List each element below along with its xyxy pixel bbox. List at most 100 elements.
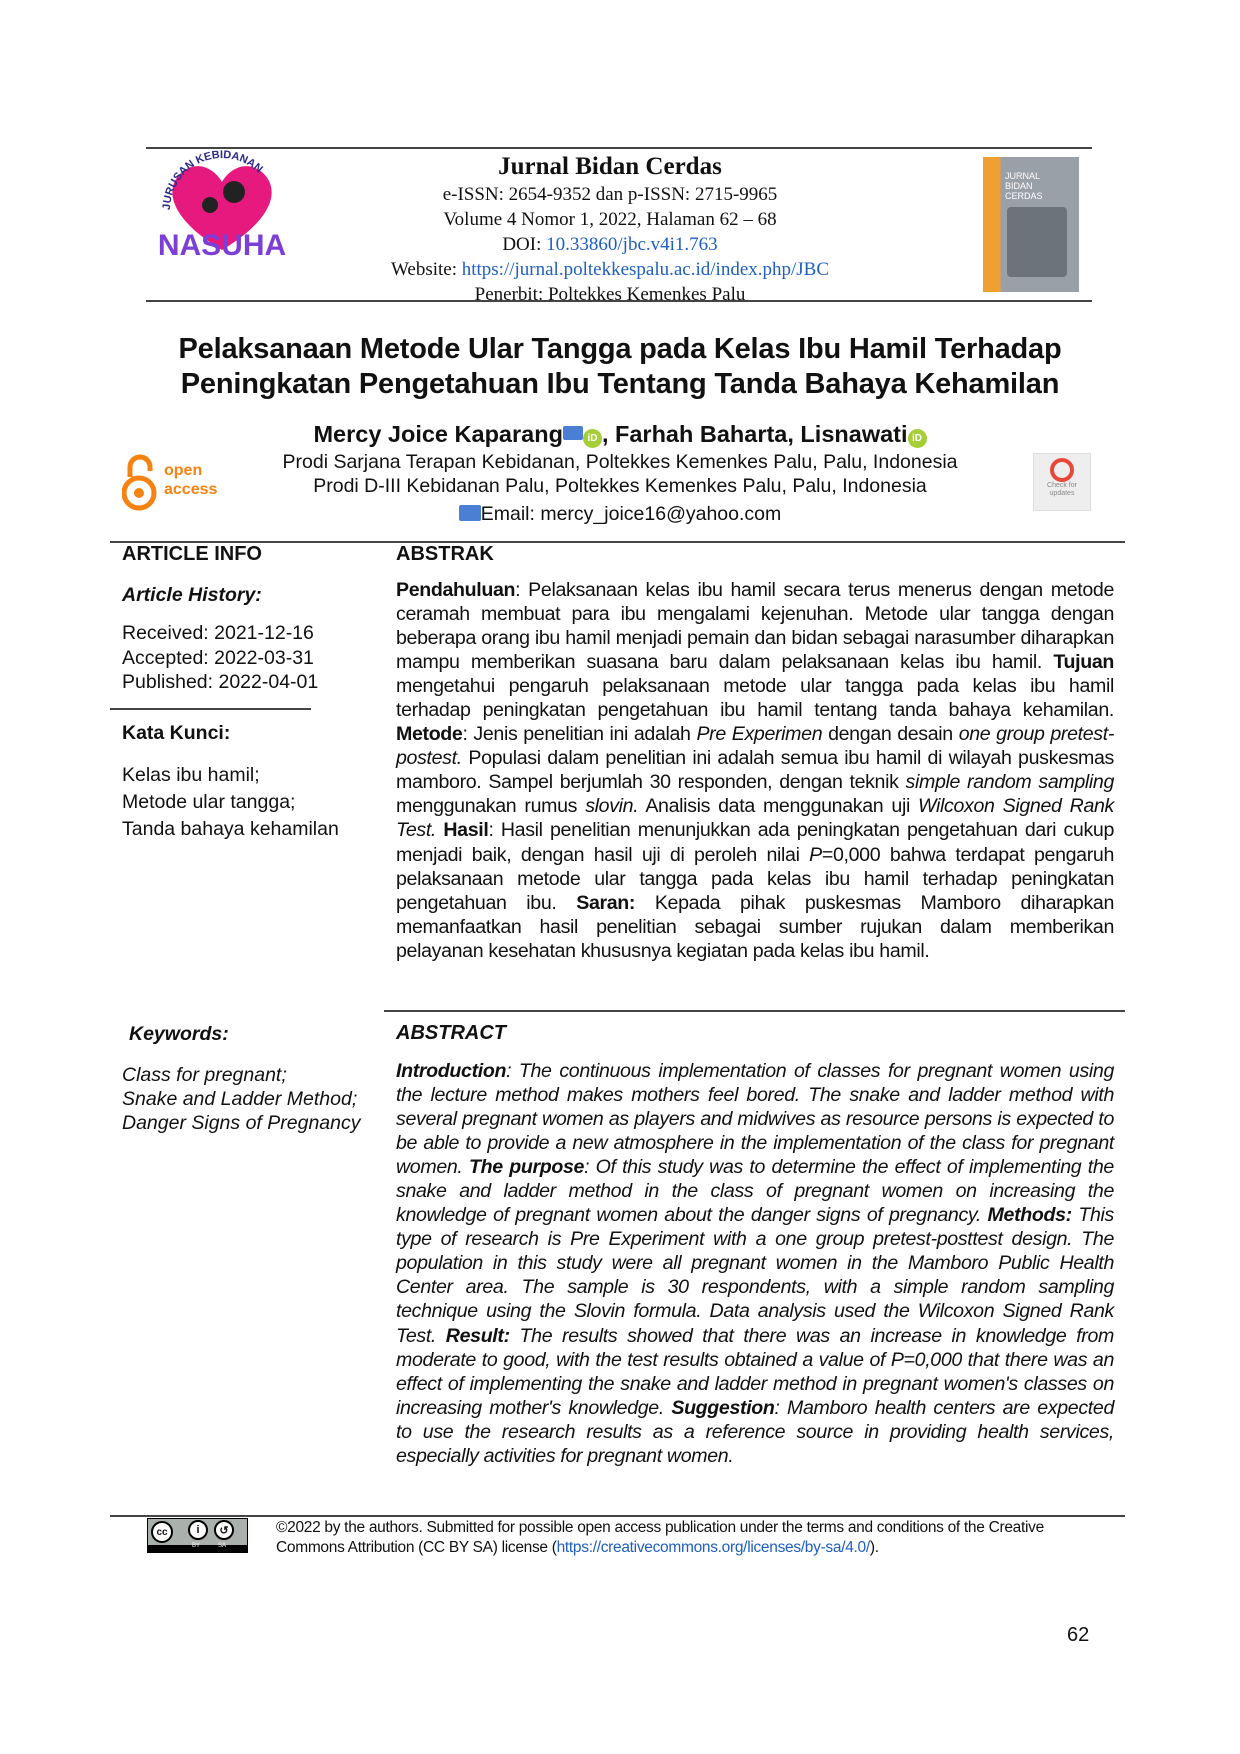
volume-info: Volume 4 Nomor 1, 2022, Halaman 62 – 68 (443, 209, 777, 230)
kata-kunci-label: Kata Kunci: (122, 722, 231, 744)
abstract-text: Pre Experimen (696, 723, 823, 746)
section-label: Pendahuluan (396, 579, 516, 601)
section-label: Suggestion (671, 1396, 775, 1419)
abstract-text: : Jenis penelitian ini adalah (462, 723, 697, 746)
section-label: Introduction (396, 1060, 507, 1082)
kata-kunci-list: Kelas ibu hamil; Metode ular tangga; Tan… (122, 762, 339, 843)
abstract-text: Wilcoxon Signed Rank Test. (396, 795, 1114, 842)
abstract-text: dengan desain (822, 723, 959, 746)
info-divider (110, 708, 311, 710)
affiliations: Prodi Sarjana Terapan Kebidanan, Poltekk… (200, 450, 1040, 526)
publisher: Penerbit: Poltekkes Kemenkes Palu (474, 284, 746, 305)
journal-cover-image: JURNAL BIDAN CERDAS (983, 157, 1079, 292)
abstract-text: This type of research is Pre Experiment … (396, 1204, 1114, 1347)
open-access-word-2: access (164, 481, 218, 498)
license-statement: ©2022 by the authors. Submitted for poss… (276, 1519, 1044, 1556)
received-date: Received: 2021-12-16 (122, 622, 314, 644)
check-updates-label: Check for updates (1047, 482, 1077, 497)
abstrak-heading: ABSTRAK (396, 543, 494, 565)
email-icon (562, 426, 583, 440)
footer-rule (110, 1515, 1125, 1517)
title-line-1: Pelaksanaan Metode Ular Tangga pada Kela… (178, 333, 1062, 365)
page-number: 62 (1067, 1624, 1090, 1646)
license-link[interactable]: https://creativecommons.org/licenses/by-… (556, 1539, 871, 1556)
keyword-item: Class for pregnant; (122, 1064, 287, 1086)
abstract-text: : The continuous implementation of class… (396, 1060, 1114, 1179)
keywords-label: Keywords: (129, 1023, 229, 1045)
kata-kunci-item: Metode ular tangga; (122, 791, 296, 813)
keywords-list: Class for pregnant; Snake and Ladder Met… (122, 1063, 360, 1135)
abstract-text: : Of this study was to determine the eff… (396, 1156, 1114, 1227)
authors: Mercy Joice Kaparang iD, Farhah Baharta, … (160, 421, 1080, 448)
abstract-text: one group pretest-postest. (396, 723, 1115, 770)
section-rule (110, 541, 1125, 543)
cc-icon: cc (151, 1521, 173, 1543)
check-updates-icon (1050, 458, 1074, 482)
abstract-text: The results showed that there was an inc… (396, 1324, 1114, 1419)
author-primary: Mercy Joice Kaparang (313, 421, 563, 447)
section-label: Metode (396, 723, 463, 746)
article-history: Received: 2021-12-16 Accepted: 2022-03-3… (122, 621, 318, 695)
article-title: Pelaksanaan Metode Ular Tangga pada Kela… (100, 332, 1140, 402)
affiliation-1: Prodi Sarjana Terapan Kebidanan, Poltekk… (282, 451, 958, 473)
orcid-icon[interactable]: iD (582, 429, 602, 448)
abstract-heading: ABSTRACT (396, 1022, 506, 1044)
license-text: ©2022 by the authors. Submitted for poss… (276, 1518, 1116, 1558)
abstract-text: Analisis data menggunakan uji (638, 795, 919, 818)
affiliation-2: Prodi D-III Kebidanan Palu, Poltekkes Ke… (313, 475, 927, 497)
cc-by-label: BY (192, 1543, 201, 1549)
header-top-rule (146, 147, 1092, 149)
journal-name: Jurnal Bidan Cerdas (498, 153, 722, 180)
open-access-logo: open access (122, 453, 232, 513)
journal-header: Jurnal Bidan Cerdas e-ISSN: 2654-9352 da… (300, 152, 920, 307)
article-info-heading: ARTICLE INFO (122, 543, 262, 565)
published-date: Published: 2022-04-01 (122, 671, 319, 693)
abstract-text: : Mamboro health centers are expected to… (396, 1396, 1114, 1467)
section-label: Result: (445, 1324, 510, 1347)
article-history-label: Article History: (122, 584, 262, 606)
kata-kunci-item: Kelas ibu hamil; (122, 764, 260, 786)
abstract-text: mengetahui pengaruh pelaksanaan metode u… (396, 675, 1114, 722)
kata-kunci-item: Tanda bahaya kehamilan (122, 818, 339, 840)
keyword-item: Snake and Ladder Method; (122, 1088, 358, 1110)
email-icon (458, 505, 481, 521)
check-for-updates-button[interactable]: Check for updates (1033, 453, 1091, 511)
abstract-text: =0,000 bahwa terdapat pengaruh pelaksana… (396, 843, 1115, 914)
attribution-icon: i (188, 1520, 208, 1540)
abstract-text: Populasi dalam penelitian ini adalah sem… (396, 747, 1114, 794)
section-label: Hasil (443, 819, 489, 842)
abstract-text: slovin. (585, 795, 639, 818)
website-link[interactable]: https://jurnal.poltekkespalu.ac.id/index… (461, 259, 830, 280)
cc-by-sa-badge[interactable]: cc i ↺ BY SA (147, 1518, 248, 1553)
open-access-word-1: open (164, 462, 203, 479)
doi-link[interactable]: 10.33860/jbc.v4i1.763 (546, 234, 718, 255)
abstract-text: simple random sampling (905, 771, 1115, 794)
abstract-text: : Hasil penelitian menunjukkan ada penin… (396, 819, 1114, 866)
doi-label: DOI: (502, 234, 547, 255)
share-alike-icon: ↺ (214, 1520, 234, 1540)
section-label: Methods: (987, 1204, 1073, 1227)
issn: e-ISSN: 2654-9352 dan p-ISSN: 2715-9965 (442, 184, 778, 205)
license-end: ). (869, 1539, 879, 1556)
corresponding-email: Email: mercy_joice16@yahoo.com (480, 503, 782, 525)
title-line-2: Peningkatan Pengetahuan Ibu Tentang Tand… (180, 368, 1060, 400)
abstract-text: Kepada pihak puskesmas Mamboro diharapka… (396, 891, 1114, 962)
keyword-item: Danger Signs of Pregnancy (122, 1112, 361, 1134)
orcid-icon[interactable]: iD (907, 429, 927, 448)
department-logo: NASUHA JURUSAN KEBIDANAN (152, 149, 292, 280)
cover-title: JURNAL BIDAN CERDAS (1005, 171, 1043, 201)
header-bottom-rule (146, 300, 1092, 302)
open-lock-icon (122, 454, 157, 511)
abstract-text: P (809, 843, 822, 866)
section-label: Saran: (576, 891, 636, 914)
section-label: The purpose (468, 1156, 585, 1179)
abstract-text: menggunakan rumus (396, 795, 586, 818)
abstrak-body: Pendahuluan: Pelaksanaan kelas ibu hamil… (396, 578, 1114, 963)
cc-sa-label: SA (218, 1543, 227, 1549)
abstract-divider (384, 1010, 1125, 1012)
website-label: Website: (390, 259, 462, 280)
author-others: , Farhah Baharta, Lisnawati (601, 421, 908, 447)
abstract-body: Introduction: The continuous implementat… (396, 1059, 1114, 1468)
section-label: Tujuan (1053, 651, 1114, 674)
accepted-date: Accepted: 2022-03-31 (122, 646, 314, 669)
